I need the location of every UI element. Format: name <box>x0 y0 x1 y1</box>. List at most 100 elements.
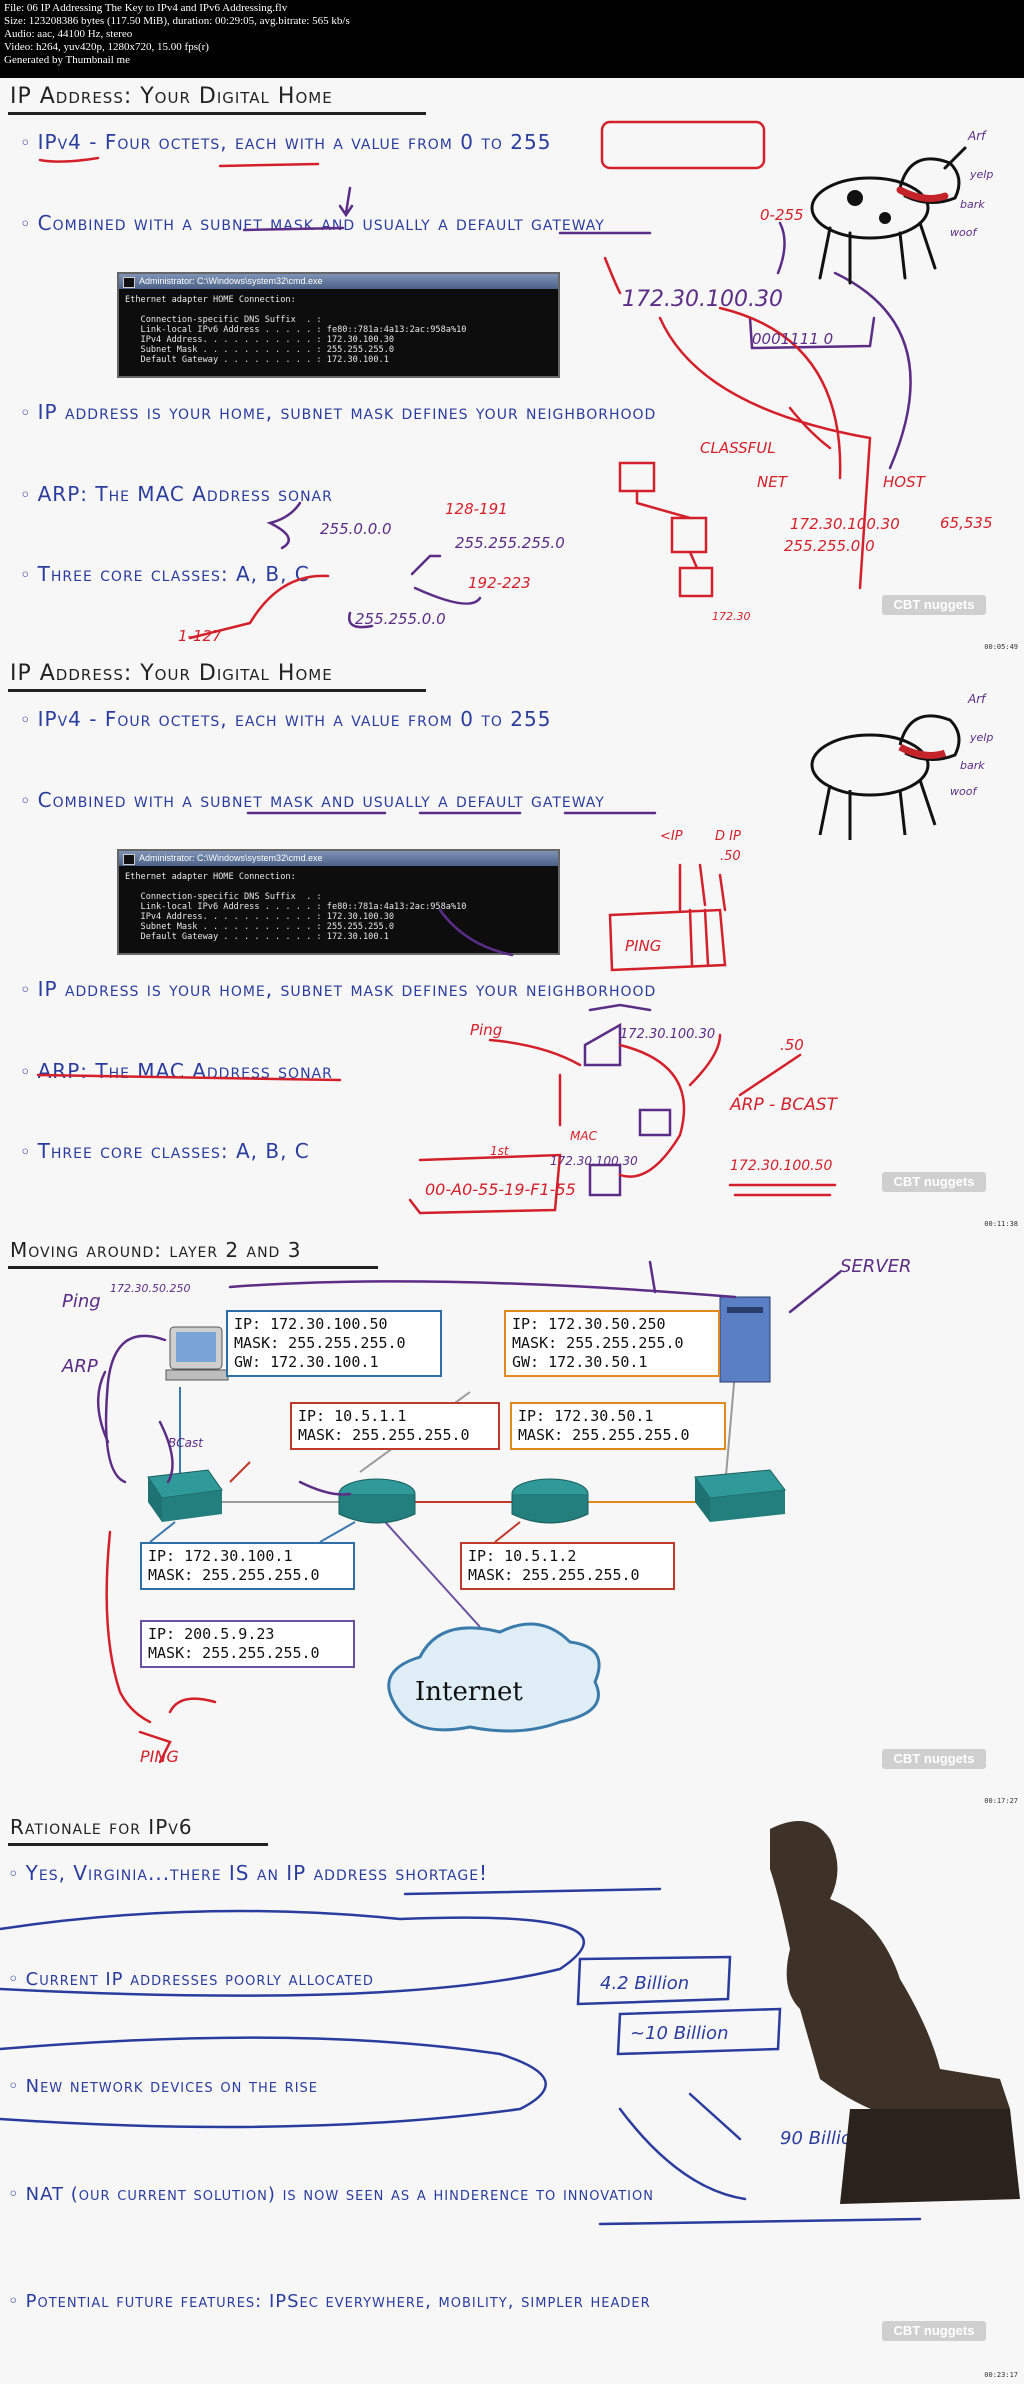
annot: 0-255 <box>760 206 804 224</box>
router1-lan-config: IP: 172.30.100.1 MASK: 255.255.255.0 <box>140 1542 355 1590</box>
title-underline <box>8 689 426 692</box>
video-info-header: File: 06 IP Addressing The Key to IPv4 a… <box>0 0 1024 78</box>
cmd-title-bar: Administrator: C:\Windows\system32\cmd.e… <box>119 851 558 866</box>
cmd-output: Ethernet adapter HOME Connection: Connec… <box>125 872 467 942</box>
svg-text:192-223: 192-223 <box>468 574 531 592</box>
svg-text:128-191: 128-191 <box>445 500 508 518</box>
internet-cloud-icon <box>387 1622 601 1733</box>
svg-text:~10 Billion: ~10 Billion <box>630 2023 728 2044</box>
svg-text:SERVER: SERVER <box>840 1256 912 1277</box>
svg-text:172.30.50.250: 172.30.50.250 <box>110 1282 190 1295</box>
bullet-1: Yes, Virginia...there IS an IP address s… <box>8 1861 488 1885</box>
svg-text:255.255.255.0: 255.255.255.0 <box>455 534 565 552</box>
svg-text:bark: bark <box>960 198 985 211</box>
svg-text:65,535: 65,535 <box>940 514 993 532</box>
bullet-2: Combined with a subnet mask and usually … <box>20 211 605 235</box>
svg-text:1-127: 1-127 <box>178 627 222 645</box>
cbt-nuggets-logo: CBT nuggets <box>882 1749 986 1769</box>
info-line: Size: 123208386 bytes (117.50 MiB), dura… <box>4 15 350 27</box>
svg-text:172.30.100.30: 172.30.100.30 <box>550 1154 638 1168</box>
bullet-4: ARP: The MAC Address sonar <box>20 482 333 506</box>
thinker-statue-icon <box>770 1821 1020 2204</box>
bullet-5: Potential future features: IPSec everywh… <box>8 2291 651 2312</box>
svg-text:172.30.100.30: 172.30.100.30 <box>620 1027 715 1042</box>
router2-wan-config: IP: 10.5.1.2 MASK: 255.255.255.0 <box>460 1542 675 1590</box>
info-line: File: 06 IP Addressing The Key to IPv4 a… <box>4 2 288 14</box>
svg-text:.50: .50 <box>720 849 741 864</box>
server-ip-config: IP: 172.30.50.250 MASK: 255.255.255.0 GW… <box>504 1310 720 1377</box>
server-icon <box>719 1296 771 1383</box>
frame-4: Rationale for IPv6 Yes, Virginia...there… <box>0 1809 1024 2384</box>
svg-text:0001111 0: 0001111 0 <box>752 330 833 348</box>
svg-text:ARP: ARP <box>61 1356 98 1377</box>
frame-1: IP Address: Your Digital Home IPv4 - Fou… <box>0 78 1024 655</box>
cmd-window: Administrator: C:\Windows\system32\cmd.e… <box>117 272 560 378</box>
svg-text:255.255.0.0: 255.255.0.0 <box>784 537 875 555</box>
svg-text:PING: PING <box>140 1747 179 1766</box>
slide-title: Moving around: layer 2 and 3 <box>10 1238 302 1262</box>
info-line: Generated by Thumbnail me <box>4 54 130 66</box>
svg-text:90 Billion: 90 Billion <box>780 2128 863 2149</box>
svg-text:<IP: <IP <box>660 829 683 844</box>
cmd-window: Administrator: C:\Windows\system32\cmd.e… <box>117 849 560 955</box>
internet-if-config: IP: 200.5.9.23 MASK: 255.255.255.0 <box>140 1620 355 1668</box>
svg-text:Ping: Ping <box>62 1291 101 1312</box>
svg-text:PING: PING <box>625 937 661 955</box>
svg-text:woof: woof <box>950 785 978 798</box>
bullet-5: Three core classes: A, B, C <box>20 1139 310 1163</box>
ink-annotations: PING <IP D IP .50 Ping 172.30.100.30 .50… <box>36 692 993 1215</box>
cbt-nuggets-logo: CBT nuggets <box>882 1172 986 1192</box>
svg-text:MAC: MAC <box>570 1129 598 1143</box>
svg-text:172.30: 172.30 <box>712 610 751 623</box>
svg-text:255.0.0.0: 255.0.0.0 <box>320 520 392 538</box>
switch-icon <box>147 1469 223 1522</box>
slide-title: IP Address: Your Digital Home <box>10 661 333 686</box>
pc-icon <box>165 1326 229 1381</box>
svg-text:Arf: Arf <box>967 692 987 706</box>
svg-text:172.30.100.50: 172.30.100.50 <box>730 1158 833 1174</box>
bullet-1: IPv4 - Four octets, each with a value fr… <box>20 707 551 731</box>
network-diagram: Ping 172.30.50.250 ARP BCast SERVER PING <box>61 1256 912 1766</box>
info-line: Audio: aac, 44100 Hz, stereo <box>4 28 133 40</box>
svg-text:bark: bark <box>960 759 985 772</box>
cmd-output: Ethernet adapter HOME Connection: Connec… <box>125 295 467 365</box>
bullet-4: NAT (our current solution) is now seen a… <box>8 2184 654 2205</box>
pc-ip-config: IP: 172.30.100.50 MASK: 255.255.255.0 GW… <box>226 1310 442 1377</box>
bullet-3: IP address is your home, subnet mask def… <box>20 400 656 424</box>
svg-text:255.255.0.0: 255.255.0.0 <box>355 610 446 628</box>
frame-2: IP Address: Your Digital Home IPv4 - Fou… <box>0 655 1024 1232</box>
svg-text:D IP: D IP <box>715 829 741 844</box>
svg-text:172.30.100.30: 172.30.100.30 <box>790 515 900 533</box>
router-icon <box>511 1478 589 1524</box>
bullet-1: IPv4 - Four octets, each with a value fr… <box>20 130 551 154</box>
bullet-2: Combined with a subnet mask and usually … <box>20 788 605 812</box>
internet-label: Internet <box>415 1677 523 1707</box>
svg-text:172.30.100.30: 172.30.100.30 <box>622 287 783 312</box>
title-underline <box>8 1843 268 1846</box>
svg-text:Arf: Arf <box>967 129 987 143</box>
svg-text:CLASSFUL: CLASSFUL <box>700 439 776 457</box>
cbt-nuggets-logo: CBT nuggets <box>882 595 986 615</box>
svg-text:00-A0-55-19-F1-55: 00-A0-55-19-F1-55 <box>425 1180 576 1199</box>
timestamp: 00:23:17 <box>984 2371 1018 2379</box>
router-icon <box>338 1478 416 1524</box>
svg-text:yelp: yelp <box>969 731 993 744</box>
svg-text:ARP - BCAST: ARP - BCAST <box>729 1095 839 1115</box>
svg-text:NET: NET <box>757 473 789 491</box>
timestamp: 00:11:38 <box>984 1220 1018 1228</box>
switch-icon <box>694 1469 786 1522</box>
cmd-title-bar: Administrator: C:\Windows\system32\cmd.e… <box>119 274 558 289</box>
svg-text:.50: .50 <box>780 1036 804 1054</box>
svg-text:BCast: BCast <box>168 1436 204 1450</box>
router2-lan-config: IP: 172.30.50.1 MASK: 255.255.255.0 <box>510 1402 726 1450</box>
svg-text:Ping: Ping <box>470 1021 502 1039</box>
svg-text:HOST: HOST <box>883 473 927 491</box>
slide-title: IP Address: Your Digital Home <box>10 84 333 109</box>
info-line: Video: h264, yuv420p, 1280x720, 15.00 fp… <box>4 41 209 53</box>
bullet-5: Three core classes: A, B, C <box>20 562 310 586</box>
ink-annotations: 4.2 Billion ~10 Billion 90 Billion <box>0 1821 1020 2226</box>
timestamp: 00:05:49 <box>984 643 1018 651</box>
router1-wan-config: IP: 10.5.1.1 MASK: 255.255.255.0 <box>290 1402 500 1450</box>
slide-title: Rationale for IPv6 <box>10 1815 193 1839</box>
ink-annotations: 0-255 172.30.100.30 0001111 0 CLASSFUL N… <box>38 120 993 645</box>
